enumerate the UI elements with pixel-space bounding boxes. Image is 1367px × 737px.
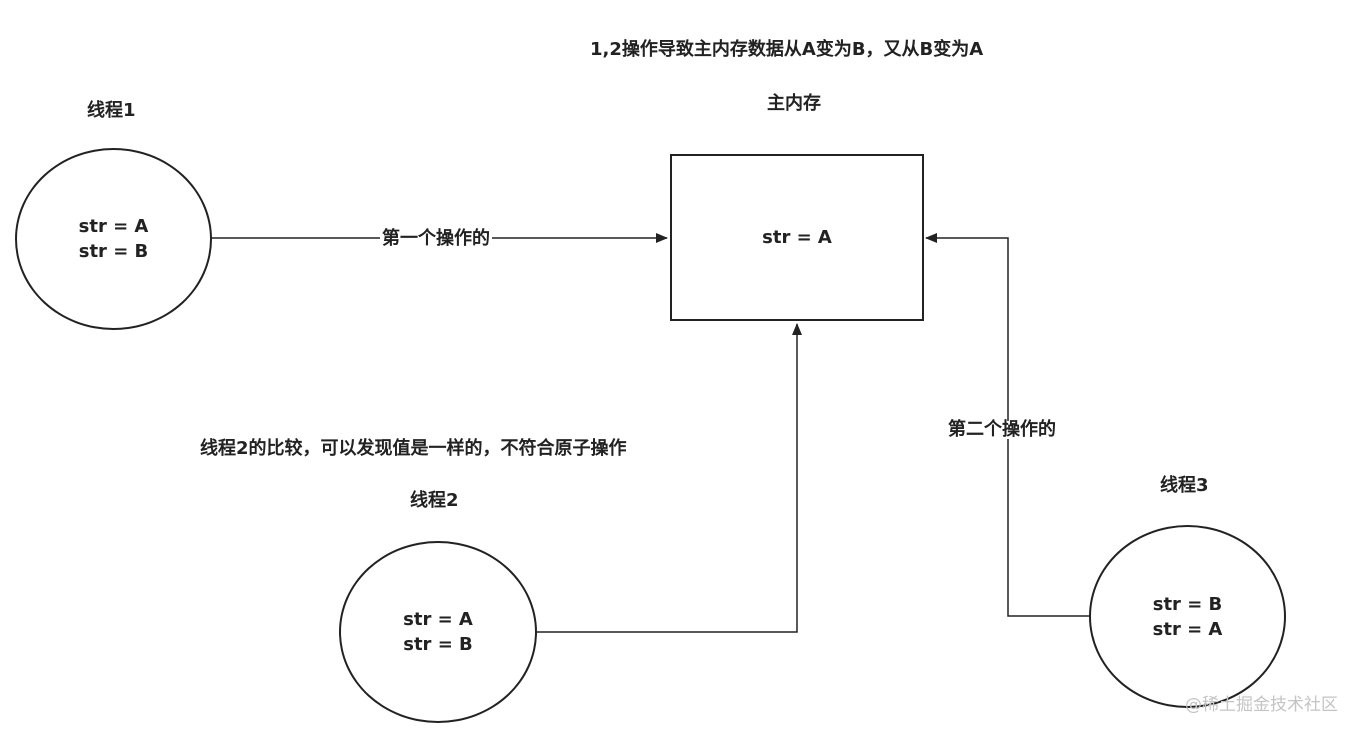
thread2-line-2: str = B <box>403 634 473 655</box>
thread3-line-1: str = B <box>1152 593 1223 615</box>
thread1-title: 线程1 <box>87 100 136 121</box>
thread1-node: str = A str = B <box>15 148 212 330</box>
thread3-line-2: str = A <box>1152 618 1223 640</box>
main-memory-box: str = A <box>670 154 924 321</box>
main-memory-title: 主内存 <box>767 93 821 114</box>
thread3-title: 线程3 <box>1160 475 1209 496</box>
thread2-note: 线程2的比较，可以发现值是一样的，不符合原子操作 <box>200 438 627 459</box>
main-memory-value: str = A <box>762 227 832 248</box>
edge-label-second-op: 第二个操作的 <box>946 419 1058 440</box>
top-note: 1,2操作导致主内存数据从A变为B，又从B变为A <box>590 39 984 60</box>
thread2-title: 线程2 <box>410 490 459 511</box>
edge-label-first-op: 第一个操作的 <box>380 228 492 249</box>
thread1-line-2: str = B <box>78 241 149 262</box>
edge-thread2-to-main-memory <box>537 323 802 633</box>
thread3-node: str = B str = A <box>1089 525 1286 708</box>
thread1-line-1: str = A <box>78 216 149 237</box>
thread2-node: str = A str = B <box>339 541 537 723</box>
thread2-line-1: str = A <box>403 609 473 630</box>
watermark: @稀土掘金技术社区 <box>1185 695 1338 715</box>
